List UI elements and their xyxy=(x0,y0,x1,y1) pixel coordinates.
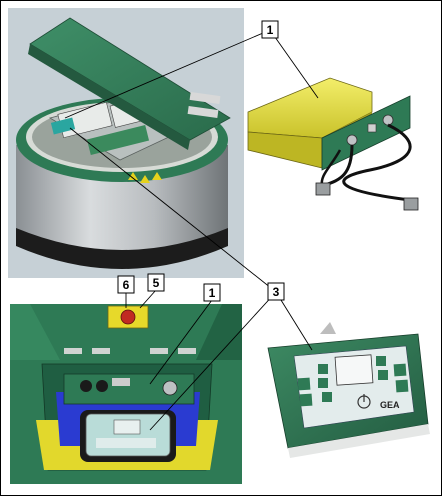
callout-1-bottom: 1 xyxy=(203,283,221,302)
svg-text:3: 3 xyxy=(273,285,280,299)
housing-cylinder-illustration xyxy=(8,8,244,278)
leader-3-cylinder xyxy=(69,127,277,293)
emergency-stop-button xyxy=(107,305,149,329)
yellow-module-illustration xyxy=(247,77,419,211)
svg-text:5: 5 xyxy=(153,276,160,290)
svg-text:6: 6 xyxy=(123,278,130,292)
housing-top-view-illustration xyxy=(10,304,242,484)
callout-5: 5 xyxy=(147,273,165,292)
callout-6: 6 xyxy=(117,275,135,294)
callout-leader-lines xyxy=(64,29,319,431)
svg-text:1: 1 xyxy=(267,23,274,37)
leader-1-module xyxy=(269,29,319,99)
svg-text:1: 1 xyxy=(209,286,216,300)
leader-1-board xyxy=(149,299,213,385)
leader-5 xyxy=(139,289,157,309)
handheld-remote-illustration: GEA xyxy=(267,322,430,458)
callout-1-top: 1 xyxy=(261,20,279,39)
brand-logo: GEA xyxy=(380,400,400,410)
leader-3-housing xyxy=(149,291,277,431)
callout-3: 3 xyxy=(267,282,285,301)
leader-3-remote xyxy=(275,291,313,351)
leader-1-housing xyxy=(64,29,271,119)
